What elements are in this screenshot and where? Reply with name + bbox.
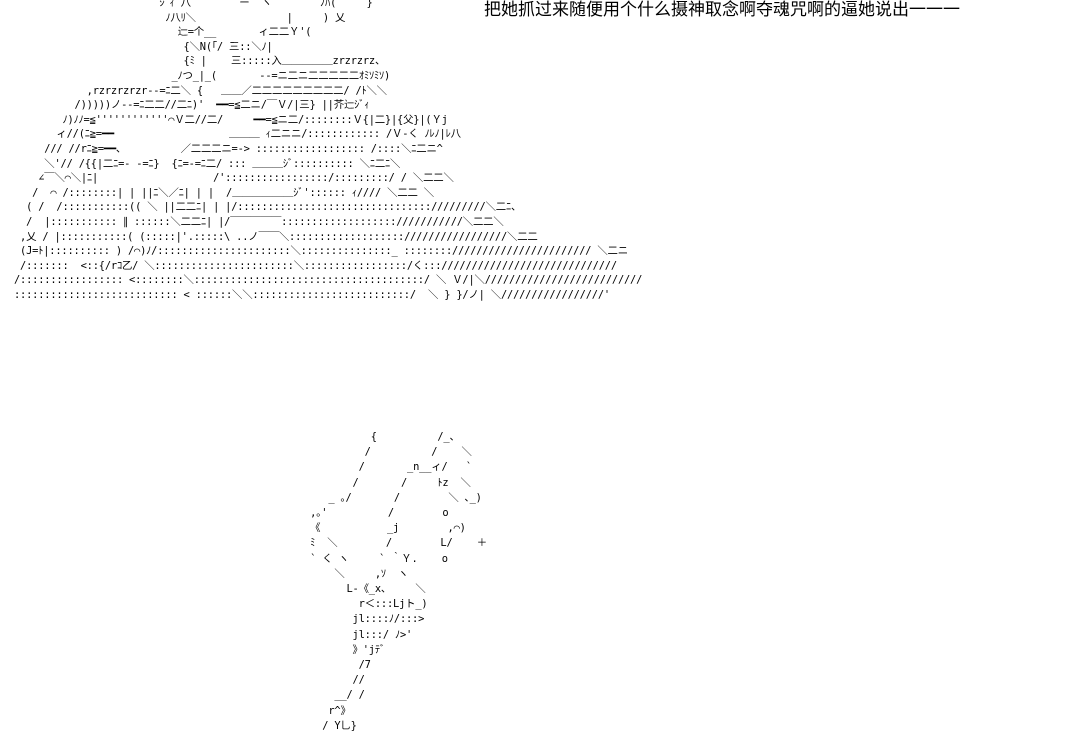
ascii-art-figure: ｼﾞｨ 八 ー ヽ ﾉﾊ( } ﾉ八ﾘ＼ | ) 乂 辷=个__ ィ二二Ｙ'( …	[14, 0, 643, 301]
caption-text: 把她抓过来随便用个什么摄神取念啊夺魂咒啊的逼她说出一一一	[484, 0, 960, 20]
ascii-art-lower-figure: { /_、 / / ＼ / _n__ィ/ ` / / ﾄz ＼ _ ｡/ / ＼…	[310, 431, 487, 732]
